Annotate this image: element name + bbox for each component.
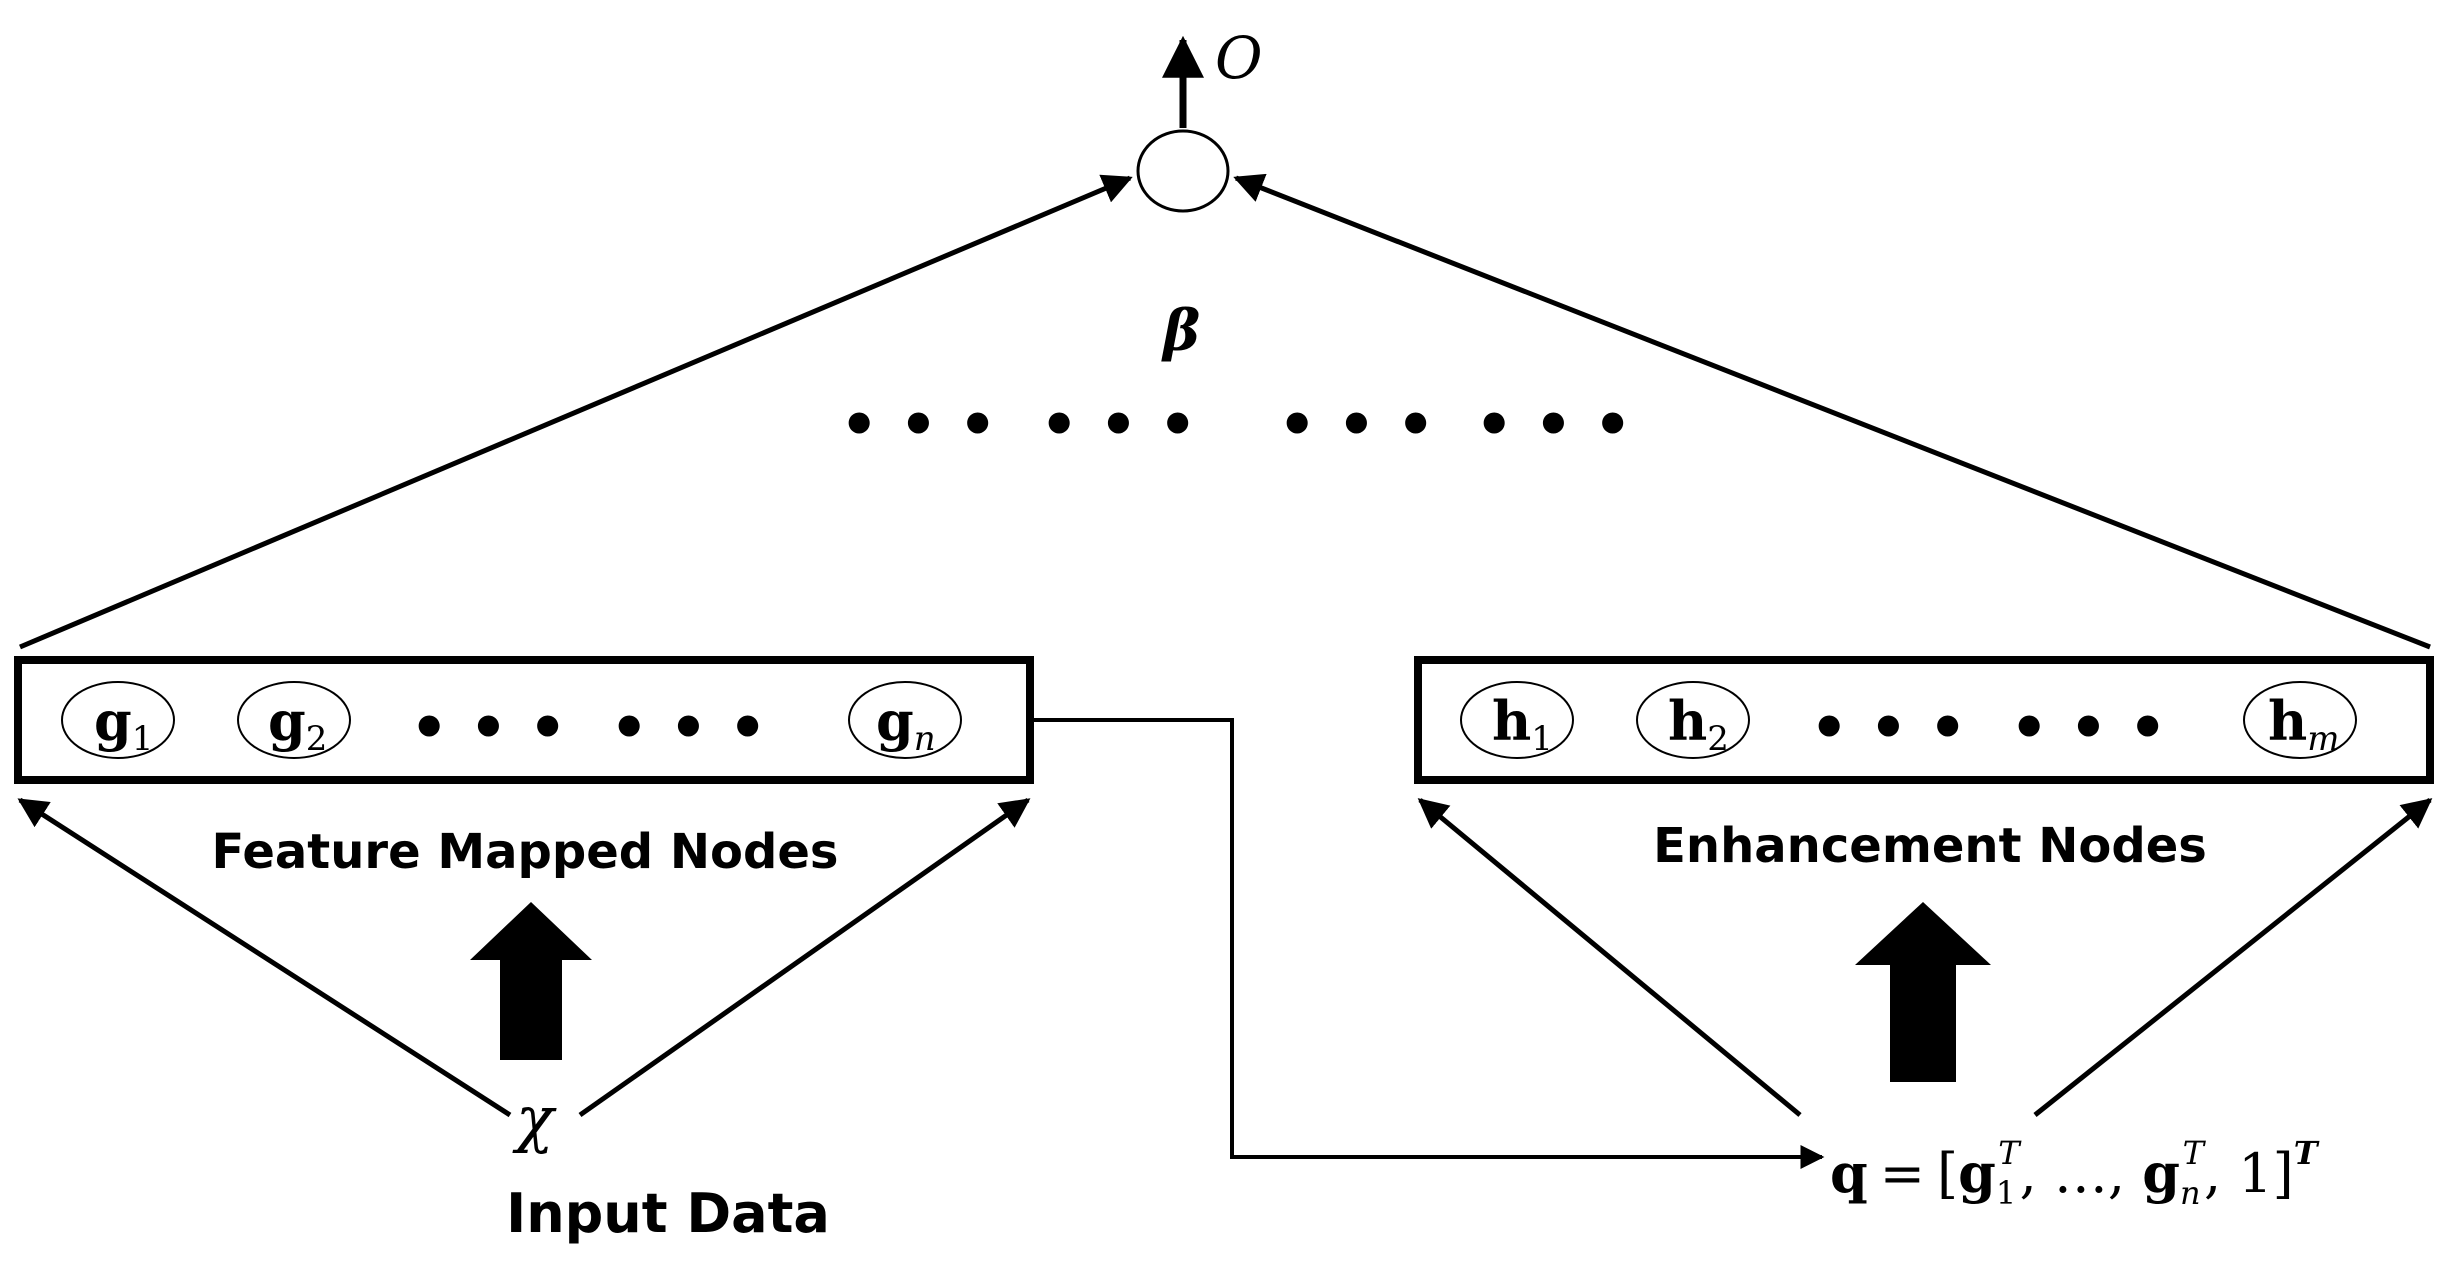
feature-node-2-label: g2 (268, 689, 327, 759)
input-to-feature-right-line (578, 797, 1031, 1118)
enhancement-node-m-label: hm (2268, 689, 2340, 759)
feature-to-q-connector (1034, 718, 1825, 1169)
feature-layer-label: Feature Mapped Nodes (212, 824, 839, 880)
enhancement-node-1-circle (1460, 681, 1574, 759)
feature-node-2: g2 (237, 681, 351, 759)
feature-node-n-label: gn (876, 689, 936, 759)
input-block-arrow (470, 902, 592, 1060)
enhancement-node-1-label: h1 (1492, 689, 1553, 759)
enhancement-ellipsis-1: • • • (1810, 693, 1967, 763)
enhancement-node-2-circle (1636, 681, 1750, 759)
ellipsis-4: • • • (1475, 390, 1632, 460)
enhancement-layer-box (1414, 656, 2434, 784)
q-to-enhancement-right-line (2033, 798, 2433, 1117)
feature-node-1: g1 (61, 681, 175, 759)
feature-ellipsis-2: • • • (610, 693, 767, 763)
input-label: Input Data (506, 1182, 830, 1245)
enhancement-ellipsis-2: • • • (2010, 693, 2167, 763)
feature-node-1-label: g1 (94, 689, 153, 759)
feature-node-n: gn (848, 681, 962, 759)
feature-node-n-circle (848, 681, 962, 759)
q-to-enhancement-left-line (1417, 798, 1802, 1117)
feature-ellipsis-1: • • • (410, 693, 567, 763)
q-formula: q=[g1T, …, gnT, 1]T (1830, 1134, 2320, 1212)
ellipsis-3: • • • (1278, 390, 1435, 460)
feature-node-2-circle (237, 681, 351, 759)
q-block-arrow (1855, 902, 1991, 1082)
output-node (1136, 129, 1230, 213)
enhancement-node-m: hm (2243, 681, 2357, 759)
enhancement-layer-label: Enhancement Nodes (1653, 818, 2207, 874)
enhancement-to-output-line (1233, 173, 2431, 650)
weights-symbol: β (1161, 298, 1200, 364)
enhancement-node-2-label: h2 (1668, 689, 1729, 759)
hidden-ellipsis-group: • • • • • • • • • • • • (840, 390, 1632, 460)
feature-layer-box (14, 656, 1034, 784)
enhancement-node-2: h2 (1636, 681, 1750, 759)
feature-to-output-line (19, 174, 1133, 650)
input-to-feature-left-line (17, 797, 512, 1118)
ellipsis-2: • • • (1040, 390, 1197, 460)
output-symbol: O (1215, 24, 1263, 92)
ellipsis-1: • • • (840, 390, 997, 460)
input-symbol: χ (512, 1082, 557, 1155)
feature-node-1-circle (61, 681, 175, 759)
enhancement-node-m-circle (2243, 681, 2357, 759)
enhancement-node-1: h1 (1460, 681, 1574, 759)
